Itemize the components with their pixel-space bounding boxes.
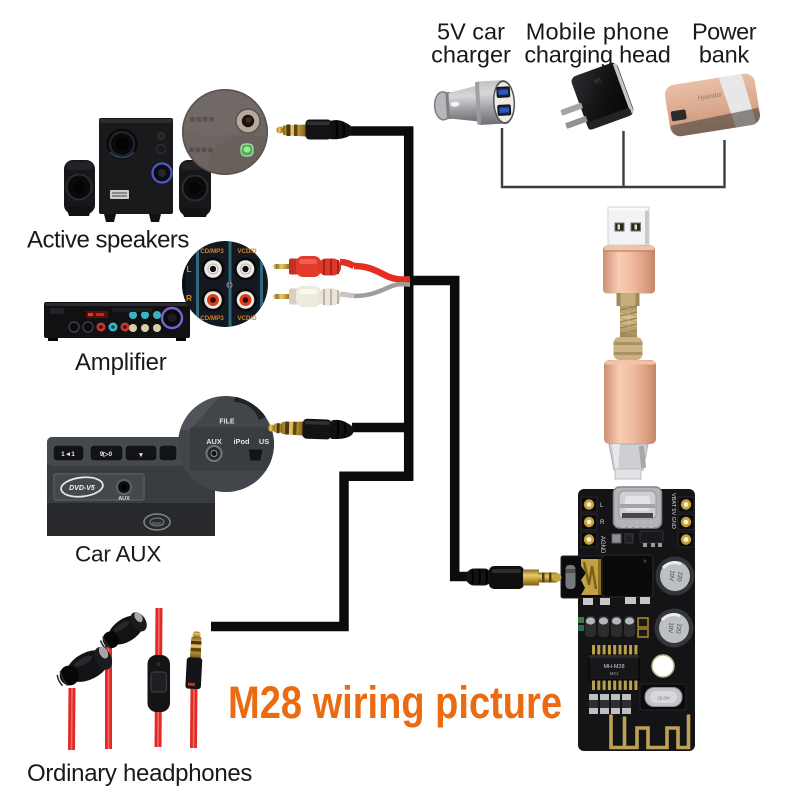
svg-text:VBAT 5V GND: VBAT 5V GND (670, 493, 676, 529)
svg-text:Car AUX: Car AUX (75, 542, 161, 567)
svg-text:MI: MI (594, 77, 603, 85)
svg-text:iPod: iPod (233, 437, 249, 446)
svg-text:CD/MP3: CD/MP3 (200, 248, 224, 255)
svg-text:MH-M28: MH-M28 (603, 664, 624, 670)
svg-text:VCD/D: VCD/D (237, 315, 257, 322)
svg-text:DISC: DISC (152, 521, 164, 526)
svg-text:Amplifier: Amplifier (75, 349, 167, 376)
svg-text:Ordinary headphones: Ordinary headphones (27, 760, 252, 787)
svg-text:AUX: AUX (118, 496, 130, 502)
svg-text:AGND: AGND (599, 536, 605, 554)
svg-text:Hyundai: Hyundai (697, 91, 722, 102)
svg-text:M28 wiring picture: M28 wiring picture (228, 677, 562, 728)
svg-text:AUX: AUX (206, 437, 222, 446)
svg-text:CD/MP3: CD/MP3 (200, 315, 224, 322)
svg-text:220: 220 (675, 571, 682, 582)
svg-text:1◄1: 1◄1 (61, 451, 75, 458)
svg-text:Power: Power (692, 19, 757, 45)
svg-text:▼: ▼ (138, 452, 144, 459)
svg-text:bank: bank (699, 42, 750, 68)
svg-text:10V: 10V (666, 622, 673, 633)
svg-text:9▷0: 9▷0 (100, 451, 113, 458)
svg-text:R: R (600, 520, 605, 526)
svg-text:M01: M01 (610, 671, 619, 676)
svg-text:220: 220 (674, 623, 681, 634)
svg-text:charger: charger (431, 42, 511, 68)
svg-text:R: R (186, 293, 192, 303)
svg-text:FILE: FILE (219, 419, 234, 426)
svg-text:5V car: 5V car (437, 19, 505, 45)
svg-text:Mobile phone: Mobile phone (526, 19, 670, 45)
svg-text:US: US (259, 437, 269, 446)
svg-text:L: L (186, 264, 191, 274)
svg-text:VCD/D: VCD/D (237, 248, 257, 255)
svg-text:10V: 10V (667, 570, 674, 581)
svg-text:charging head: charging head (524, 42, 670, 68)
svg-text:DVD-V5: DVD-V5 (69, 485, 95, 492)
svg-text:Active speakers: Active speakers (27, 227, 189, 254)
svg-text:26.0M: 26.0M (657, 696, 670, 701)
svg-text:L: L (600, 503, 604, 509)
